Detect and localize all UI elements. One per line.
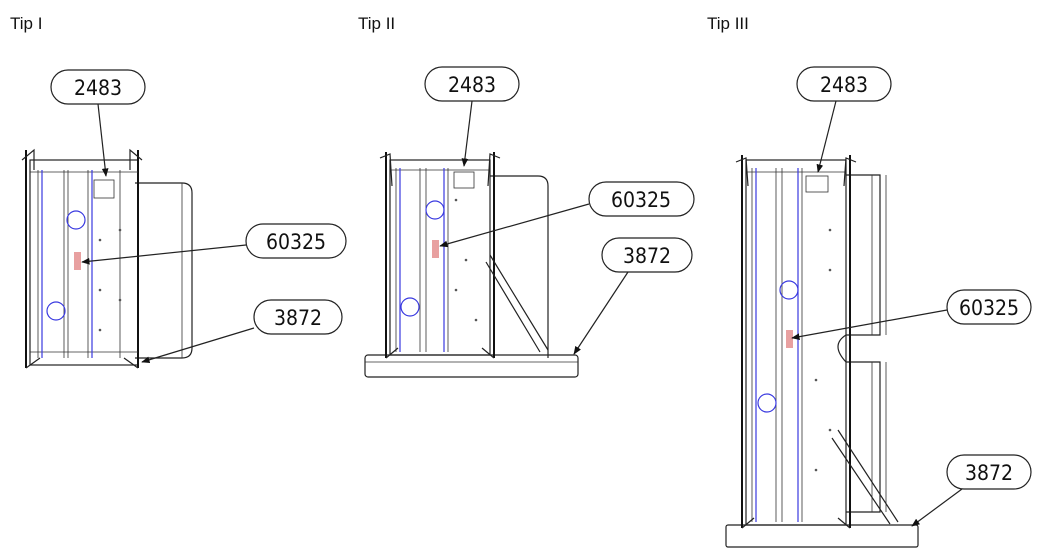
tip-2-callout-2483: 2483	[424, 66, 520, 167]
tip-3-callout-2483: 2483	[796, 66, 892, 173]
tip-1-callout-60325: 60325	[81, 223, 347, 265]
callout-text: 3872	[965, 461, 1013, 485]
tip-2-callout-3872: 3872	[573, 237, 693, 355]
callout-text: 60325	[611, 188, 671, 212]
callout-text: 3872	[274, 306, 322, 330]
callout-text: 60325	[266, 230, 326, 254]
callout-text: 60325	[959, 296, 1019, 320]
tip-1-callout-2483: 2483	[50, 69, 146, 177]
tip-2-unit	[364, 152, 579, 378]
callout-text: 2483	[820, 73, 868, 97]
callout-text: 3872	[623, 244, 671, 268]
tip-1-title: Tip I	[10, 14, 43, 33]
tip-3-title: Tip III	[707, 14, 749, 33]
tip-2-title: Tip II	[358, 14, 396, 33]
tip-1-unit	[21, 148, 193, 369]
tip-3-callout-3872: 3872	[911, 454, 1032, 527]
tip-2-callout-60325: 60325	[439, 181, 695, 248]
tip-1-callout-3872: 3872	[141, 299, 343, 364]
tip-3-callout-60325: 60325	[791, 289, 1032, 340]
tip-3-unit	[725, 155, 919, 548]
callout-text: 2483	[448, 73, 496, 97]
callout-text: 2483	[74, 76, 122, 100]
